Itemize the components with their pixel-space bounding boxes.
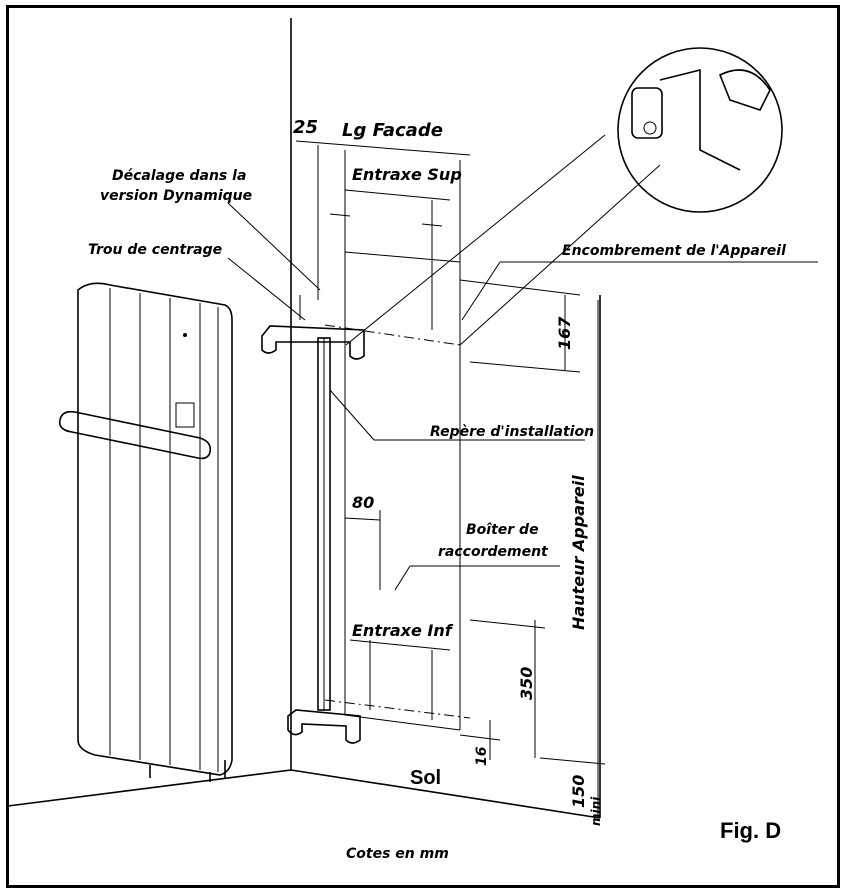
wall-corner: [7, 18, 601, 819]
mounting-rail: [261, 325, 365, 744]
lg-facade-label: Lg Facade: [342, 120, 443, 141]
offset-25-label: 25: [293, 117, 318, 138]
figure-label: Fig. D: [720, 818, 781, 843]
radiator-illustration: [58, 282, 233, 782]
dimension-lines: [295, 140, 606, 818]
leader-lines: [227, 134, 818, 591]
dim-350-label: 350: [517, 667, 536, 700]
dim-16-label: 16: [474, 746, 490, 766]
cotes-label: Cotes en mm: [346, 846, 449, 862]
dim-80-label: 80: [352, 493, 374, 512]
decalage-label-line1: Décalage dans la: [112, 168, 246, 184]
entraxe-sup-label: Entraxe Sup: [352, 165, 462, 184]
entraxe-inf-label: Entraxe Inf: [352, 621, 454, 640]
figure-frame: [6, 5, 840, 888]
mini-label: mini: [589, 796, 603, 826]
hauteur-appareil-label: Hauteur Appareil: [569, 475, 588, 630]
encombrement-label: Encombrement de l'Appareil: [562, 243, 786, 259]
sol-label: Sol: [410, 767, 441, 789]
dim-167-label: 167: [555, 316, 574, 350]
detail-magnifier: [617, 47, 783, 213]
boitier-label-line2: raccordement: [438, 544, 549, 560]
boitier-label-line1: Boîter de: [466, 522, 539, 538]
repere-installation-label: Repère d'installation: [430, 424, 594, 440]
trou-centrage-label: Trou de centrage: [88, 242, 222, 258]
decalage-label-line2: version Dynamique: [100, 188, 252, 204]
appliance-outline: [324, 251, 471, 731]
dim-150-label: 150: [569, 775, 588, 808]
